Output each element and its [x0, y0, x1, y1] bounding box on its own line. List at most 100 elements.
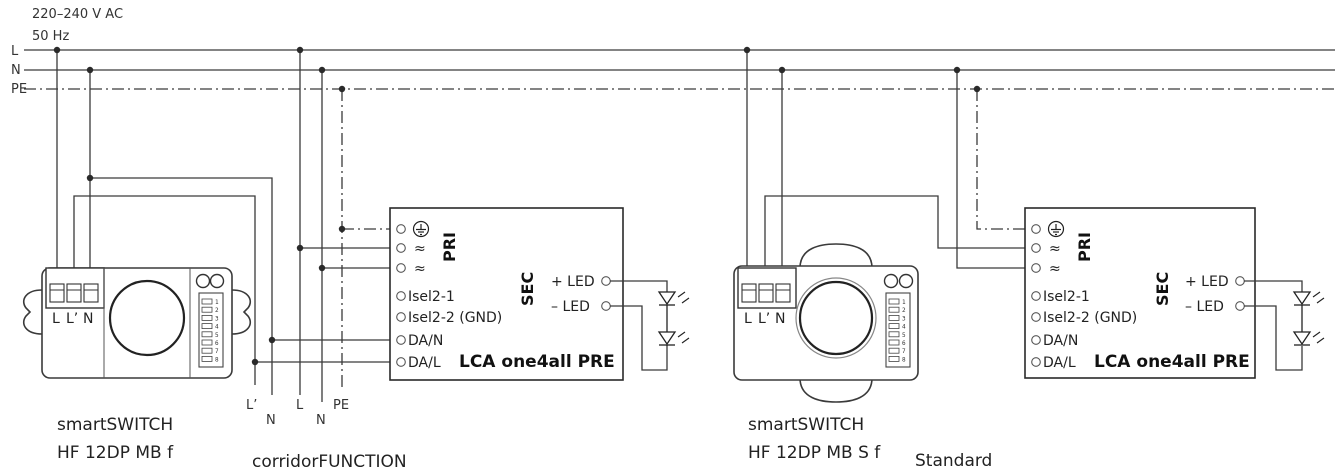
driver-left-isel1: Isel2-1 — [408, 289, 455, 305]
led-string-right — [1244, 280, 1325, 371]
sensor-right-name-1: smartSWITCH — [748, 415, 864, 435]
wire-n-right — [956, 70, 1030, 269]
driver-right-name: LCA one4all PRE — [1094, 352, 1250, 372]
sensor-left-dip-switch — [198, 292, 224, 368]
sensor-right-term-l: L — [744, 311, 752, 327]
driver-left-sec: SEC — [518, 272, 537, 306]
dip-slot — [201, 298, 213, 305]
driver-left-ac-2: ≈ — [414, 261, 426, 277]
sensor-left-ear-left — [22, 289, 43, 335]
driver-left-ac-1: ≈ — [414, 241, 426, 257]
sensor-left-term-l: L — [52, 311, 60, 327]
driver-left-led-plus: + LED — [551, 274, 595, 290]
driver-right-sec: SEC — [1153, 272, 1172, 306]
dip-digit: 7 — [902, 348, 906, 355]
dip-digit: 2 — [215, 307, 219, 314]
dip-digit: 6 — [902, 340, 906, 347]
dip-slot — [888, 314, 900, 321]
dip-digit: 7 — [215, 348, 219, 355]
dip-digit: 1 — [902, 299, 906, 306]
right-wiring — [743, 46, 1030, 269]
dip-digit: 3 — [902, 315, 906, 322]
dip-digit: 3 — [215, 315, 219, 322]
dip-slot — [201, 323, 213, 330]
dip-slot — [888, 323, 900, 330]
dip-digit: 2 — [902, 307, 906, 314]
sensor-right-term-n: N — [775, 311, 785, 327]
dip-digit: 8 — [902, 356, 906, 363]
driver-right: ≈ ≈ PRI Isel2-1 Isel2-2 (GND) DA/N DA/L … — [1024, 207, 1256, 379]
driver-left: ≈ ≈ PRI Isel2-1 Isel2-2 (GND) DA/N DA/L … — [389, 207, 624, 381]
sensor-left-term-lp: L’ — [66, 311, 78, 327]
sensor-left-name-1: smartSWITCH — [57, 415, 173, 435]
sensor-right-lens — [798, 280, 874, 356]
dip-slot — [888, 339, 900, 346]
mode-left: corridorFUNCTION — [252, 452, 407, 472]
sensor-right-name-2: HF 12DP MB S f — [748, 443, 881, 463]
supply-bus — [24, 49, 1335, 90]
driver-right-ac-2: ≈ — [1049, 261, 1061, 277]
label-n1: N — [266, 413, 276, 428]
label-lprime: L’ — [246, 398, 257, 413]
led-string-left — [610, 280, 690, 371]
dip-slot — [201, 347, 213, 354]
sensor-left-name-2: HF 12DP MB f — [57, 443, 174, 463]
driver-left-box — [389, 207, 624, 381]
led-icon — [657, 291, 677, 306]
dip-slot — [201, 306, 213, 313]
earth-icon — [1047, 220, 1065, 238]
driver-left-dan: DA/N — [408, 333, 443, 349]
label-pe: PE — [333, 398, 349, 413]
driver-right-pri: PRI — [1075, 232, 1094, 262]
wire-lprime-right — [764, 195, 1030, 268]
line-label-l: L — [11, 44, 19, 59]
driver-right-ac-1: ≈ — [1049, 241, 1061, 257]
dip-slot — [888, 306, 900, 313]
driver-right-led-plus: + LED — [1185, 274, 1229, 290]
driver-right-isel2: Isel2-2 (GND) — [1043, 310, 1137, 326]
wire-lprime-out — [73, 195, 256, 385]
mode-right: Standard — [915, 451, 992, 471]
label-n2: N — [316, 413, 326, 428]
sensor-right-ear-bottom — [799, 377, 873, 403]
line-label-pe: PE — [11, 82, 27, 97]
dip-digit: 5 — [215, 332, 219, 339]
dip-slot — [201, 339, 213, 346]
wire-pe-right — [976, 89, 1030, 230]
sensor-left-ear-right — [231, 289, 252, 335]
dip-digit: 4 — [215, 324, 219, 331]
dip-slot — [888, 298, 900, 305]
driver-right-box — [1024, 207, 1256, 379]
dip-digit: 1 — [215, 299, 219, 306]
sensor-left-lens — [108, 279, 186, 357]
driver-right-led-minus: – LED — [1185, 299, 1224, 315]
dip-slot — [888, 347, 900, 354]
driver-left-name: LCA one4all PRE — [459, 352, 615, 372]
sensor-left-term-n: N — [83, 311, 93, 327]
dip-slot — [201, 355, 213, 362]
dip-digit: 5 — [902, 332, 906, 339]
driver-right-isel1: Isel2-1 — [1043, 289, 1090, 305]
led-icon — [1292, 331, 1312, 346]
driver-left-isel2: Isel2-2 (GND) — [408, 310, 502, 326]
dip-digit: 8 — [215, 356, 219, 363]
dip-slot — [888, 355, 900, 362]
supply-voltage: 220–240 V AC — [32, 7, 123, 22]
driver-left-pri: PRI — [440, 232, 459, 262]
driver-left-led-minus: – LED — [551, 299, 590, 315]
driver-right-dal: DA/L — [1043, 355, 1076, 371]
left-wiring — [53, 46, 390, 402]
dip-slot — [201, 331, 213, 338]
dip-slot — [201, 314, 213, 321]
supply-frequency: 50 Hz — [32, 29, 69, 44]
led-icon — [1292, 291, 1312, 306]
led-icon — [657, 331, 677, 346]
dip-digit: 6 — [215, 340, 219, 347]
wire-n-out — [90, 177, 273, 395]
sensor-right-ear-top — [799, 243, 873, 269]
dip-slot — [888, 331, 900, 338]
label-l: L — [296, 398, 304, 413]
